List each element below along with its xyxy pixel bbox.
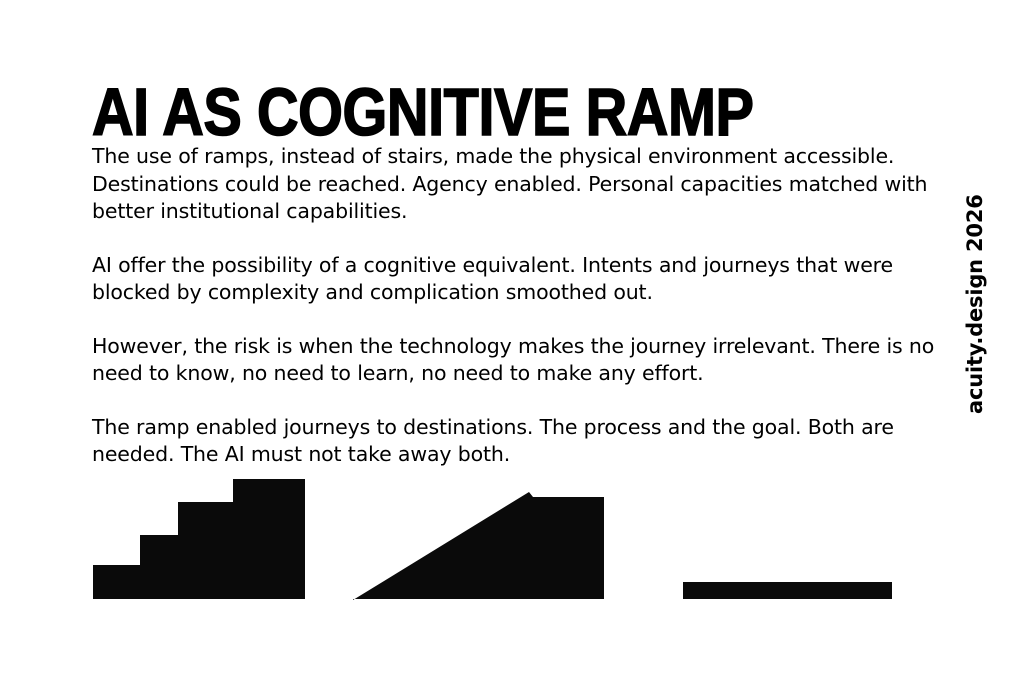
paragraph-4: The ramp enabled journeys to destination… <box>92 414 894 467</box>
paragraph-3: However, the risk is when the technology… <box>92 333 935 386</box>
body-copy: The use of ramps, instead of stairs, mad… <box>92 143 937 469</box>
ramp-diagram <box>353 492 604 600</box>
flat-bar-diagram <box>683 582 892 599</box>
paragraph-2: AI offer the possibility of a cognitive … <box>92 252 893 305</box>
paragraph-1: The use of ramps, instead of stairs, mad… <box>92 144 928 223</box>
stairs-diagram <box>93 479 305 599</box>
page-title: AI AS COGNITIVE RAMP <box>91 74 754 150</box>
credit-line: acuity.design 2026 <box>963 194 987 414</box>
